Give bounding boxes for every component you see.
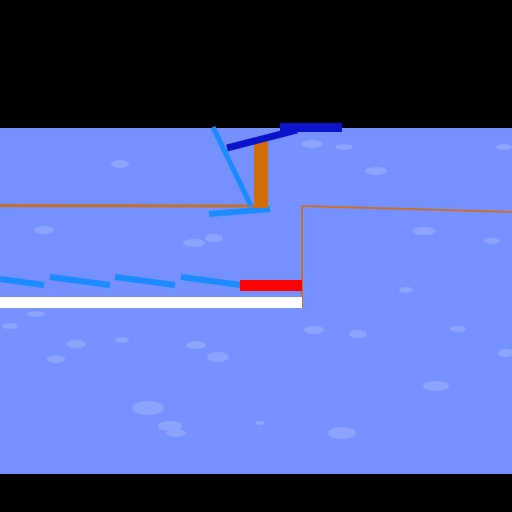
cloud-icon bbox=[399, 287, 413, 293]
cloud-decorations bbox=[2, 140, 512, 439]
crane-arm-top[interactable] bbox=[226, 126, 298, 152]
cloud-icon bbox=[301, 140, 323, 148]
cloud-icon bbox=[115, 337, 129, 343]
track-segment bbox=[114, 274, 176, 288]
cloud-icon bbox=[450, 326, 466, 332]
dashed-track bbox=[0, 274, 242, 288]
cloud-icon bbox=[205, 234, 223, 242]
terrain-outline-right bbox=[301, 204, 512, 308]
cloud-icon bbox=[34, 226, 54, 234]
cloud-icon bbox=[423, 381, 449, 391]
cloud-icon bbox=[207, 352, 229, 362]
cloud-icon bbox=[166, 429, 186, 437]
bottom-letterbox bbox=[0, 474, 512, 512]
support-post[interactable] bbox=[254, 138, 268, 208]
cloud-icon bbox=[132, 401, 164, 415]
cloud-icon bbox=[2, 323, 18, 329]
crane-arm-tip[interactable] bbox=[280, 123, 342, 132]
track-segment bbox=[0, 276, 45, 288]
crane-base-bar[interactable] bbox=[208, 206, 271, 217]
cloud-icon bbox=[498, 349, 512, 357]
cloud-icon bbox=[349, 330, 367, 338]
cloud-icon bbox=[158, 421, 182, 431]
cloud-icon bbox=[484, 238, 500, 244]
cloud-icon bbox=[328, 427, 356, 439]
crane-assembly[interactable] bbox=[208, 123, 342, 217]
cloud-icon bbox=[496, 144, 512, 150]
cloud-icon bbox=[47, 355, 65, 363]
top-letterbox bbox=[0, 0, 512, 128]
cloud-icon bbox=[183, 239, 205, 247]
white-platform bbox=[0, 297, 302, 308]
cloud-icon bbox=[412, 227, 436, 235]
cloud-icon bbox=[304, 326, 324, 334]
cloud-icon bbox=[255, 421, 265, 425]
track-segment bbox=[49, 274, 111, 288]
track-segment bbox=[180, 274, 242, 288]
cloud-icon bbox=[111, 160, 129, 168]
cloud-icon bbox=[365, 167, 387, 175]
cloud-icon bbox=[335, 144, 353, 150]
crane-arm-diagonal[interactable] bbox=[210, 125, 254, 208]
cloud-icon bbox=[186, 341, 206, 349]
cloud-icon bbox=[27, 311, 45, 317]
red-target-block[interactable] bbox=[240, 280, 302, 291]
terrain-outline bbox=[0, 204, 269, 208]
cloud-icon bbox=[66, 340, 86, 348]
